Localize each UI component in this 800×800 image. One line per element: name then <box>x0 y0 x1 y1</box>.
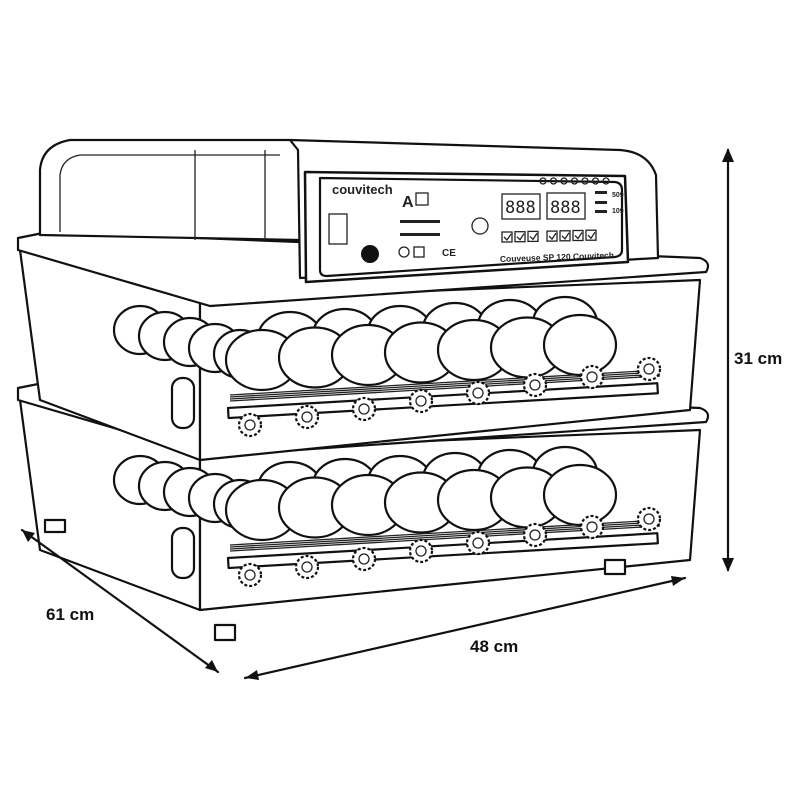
led-indicator <box>602 177 610 185</box>
dimension-height: 31 cm <box>722 148 782 572</box>
checkbox-button <box>559 230 571 242</box>
led-indicator <box>570 177 579 185</box>
led-indicator <box>581 177 589 185</box>
led-indicator <box>591 177 600 185</box>
dimension-depth: 61 cm <box>20 528 220 674</box>
gear-icon <box>351 396 377 422</box>
foot <box>603 558 627 576</box>
led-indicator <box>549 177 558 185</box>
gear-icon <box>237 562 263 588</box>
gear-icon <box>408 538 434 564</box>
gear-icon <box>351 546 377 572</box>
checkbox-button <box>585 229 597 241</box>
turning-knob <box>170 376 196 430</box>
warning-icon: A <box>402 194 414 211</box>
checkbox-button <box>572 229 584 242</box>
slider-bar <box>400 233 440 236</box>
gear-icon <box>294 554 320 580</box>
power-icon <box>361 245 379 263</box>
egg <box>542 463 618 527</box>
brand-logo: couvitech <box>332 182 393 197</box>
gear-icon <box>579 364 605 390</box>
turning-knob <box>170 526 196 580</box>
button-row <box>501 229 597 243</box>
tools-icon <box>471 217 489 235</box>
gear-icon <box>522 522 548 548</box>
gear-icon <box>465 380 491 406</box>
checkbox-button <box>501 231 513 243</box>
slider-bar <box>400 220 440 223</box>
gear-icon <box>408 388 434 414</box>
display-left-value: 888 <box>505 198 536 218</box>
egg <box>542 313 618 377</box>
checkbox-button <box>546 230 558 242</box>
gear-icon <box>636 356 662 382</box>
roller-bar <box>226 532 659 570</box>
egg-trays <box>16 230 710 642</box>
display-right-value: 888 <box>550 198 581 218</box>
checkbox-button <box>527 230 539 243</box>
foot <box>43 518 67 534</box>
ce-mark: CE <box>442 248 456 259</box>
display-left <box>501 193 541 220</box>
height-label: 31 cm <box>734 349 782 368</box>
dimension-width: 48 cm <box>243 576 687 680</box>
foot <box>213 623 237 642</box>
gear-icon <box>237 412 263 438</box>
gear-icon <box>579 514 605 540</box>
width-label: 48 cm <box>470 637 518 656</box>
tray <box>16 230 710 462</box>
led-row <box>539 177 610 185</box>
indicator-top: 509 <box>612 192 624 199</box>
display-right <box>546 192 586 220</box>
fan-icon <box>398 246 410 258</box>
roller-bar <box>226 382 659 420</box>
manual-icon <box>415 192 429 206</box>
gear-icon <box>522 372 548 398</box>
indicator-bottom: 109 <box>612 208 624 215</box>
checkbox-button <box>514 231 526 243</box>
depth-label: 61 cm <box>46 605 94 624</box>
gear-icon <box>294 404 320 430</box>
control-panel: couvitech A CE 888 888 509 109 Couveuse … <box>303 170 630 284</box>
tray-icon <box>413 246 425 258</box>
gear-icon <box>465 530 491 556</box>
socket-icon <box>328 213 348 245</box>
model-label: Couveuse SP 120 Couvitech <box>500 250 614 264</box>
led-indicator <box>560 177 568 185</box>
gear-icon <box>636 506 662 532</box>
led-indicator <box>539 177 547 185</box>
